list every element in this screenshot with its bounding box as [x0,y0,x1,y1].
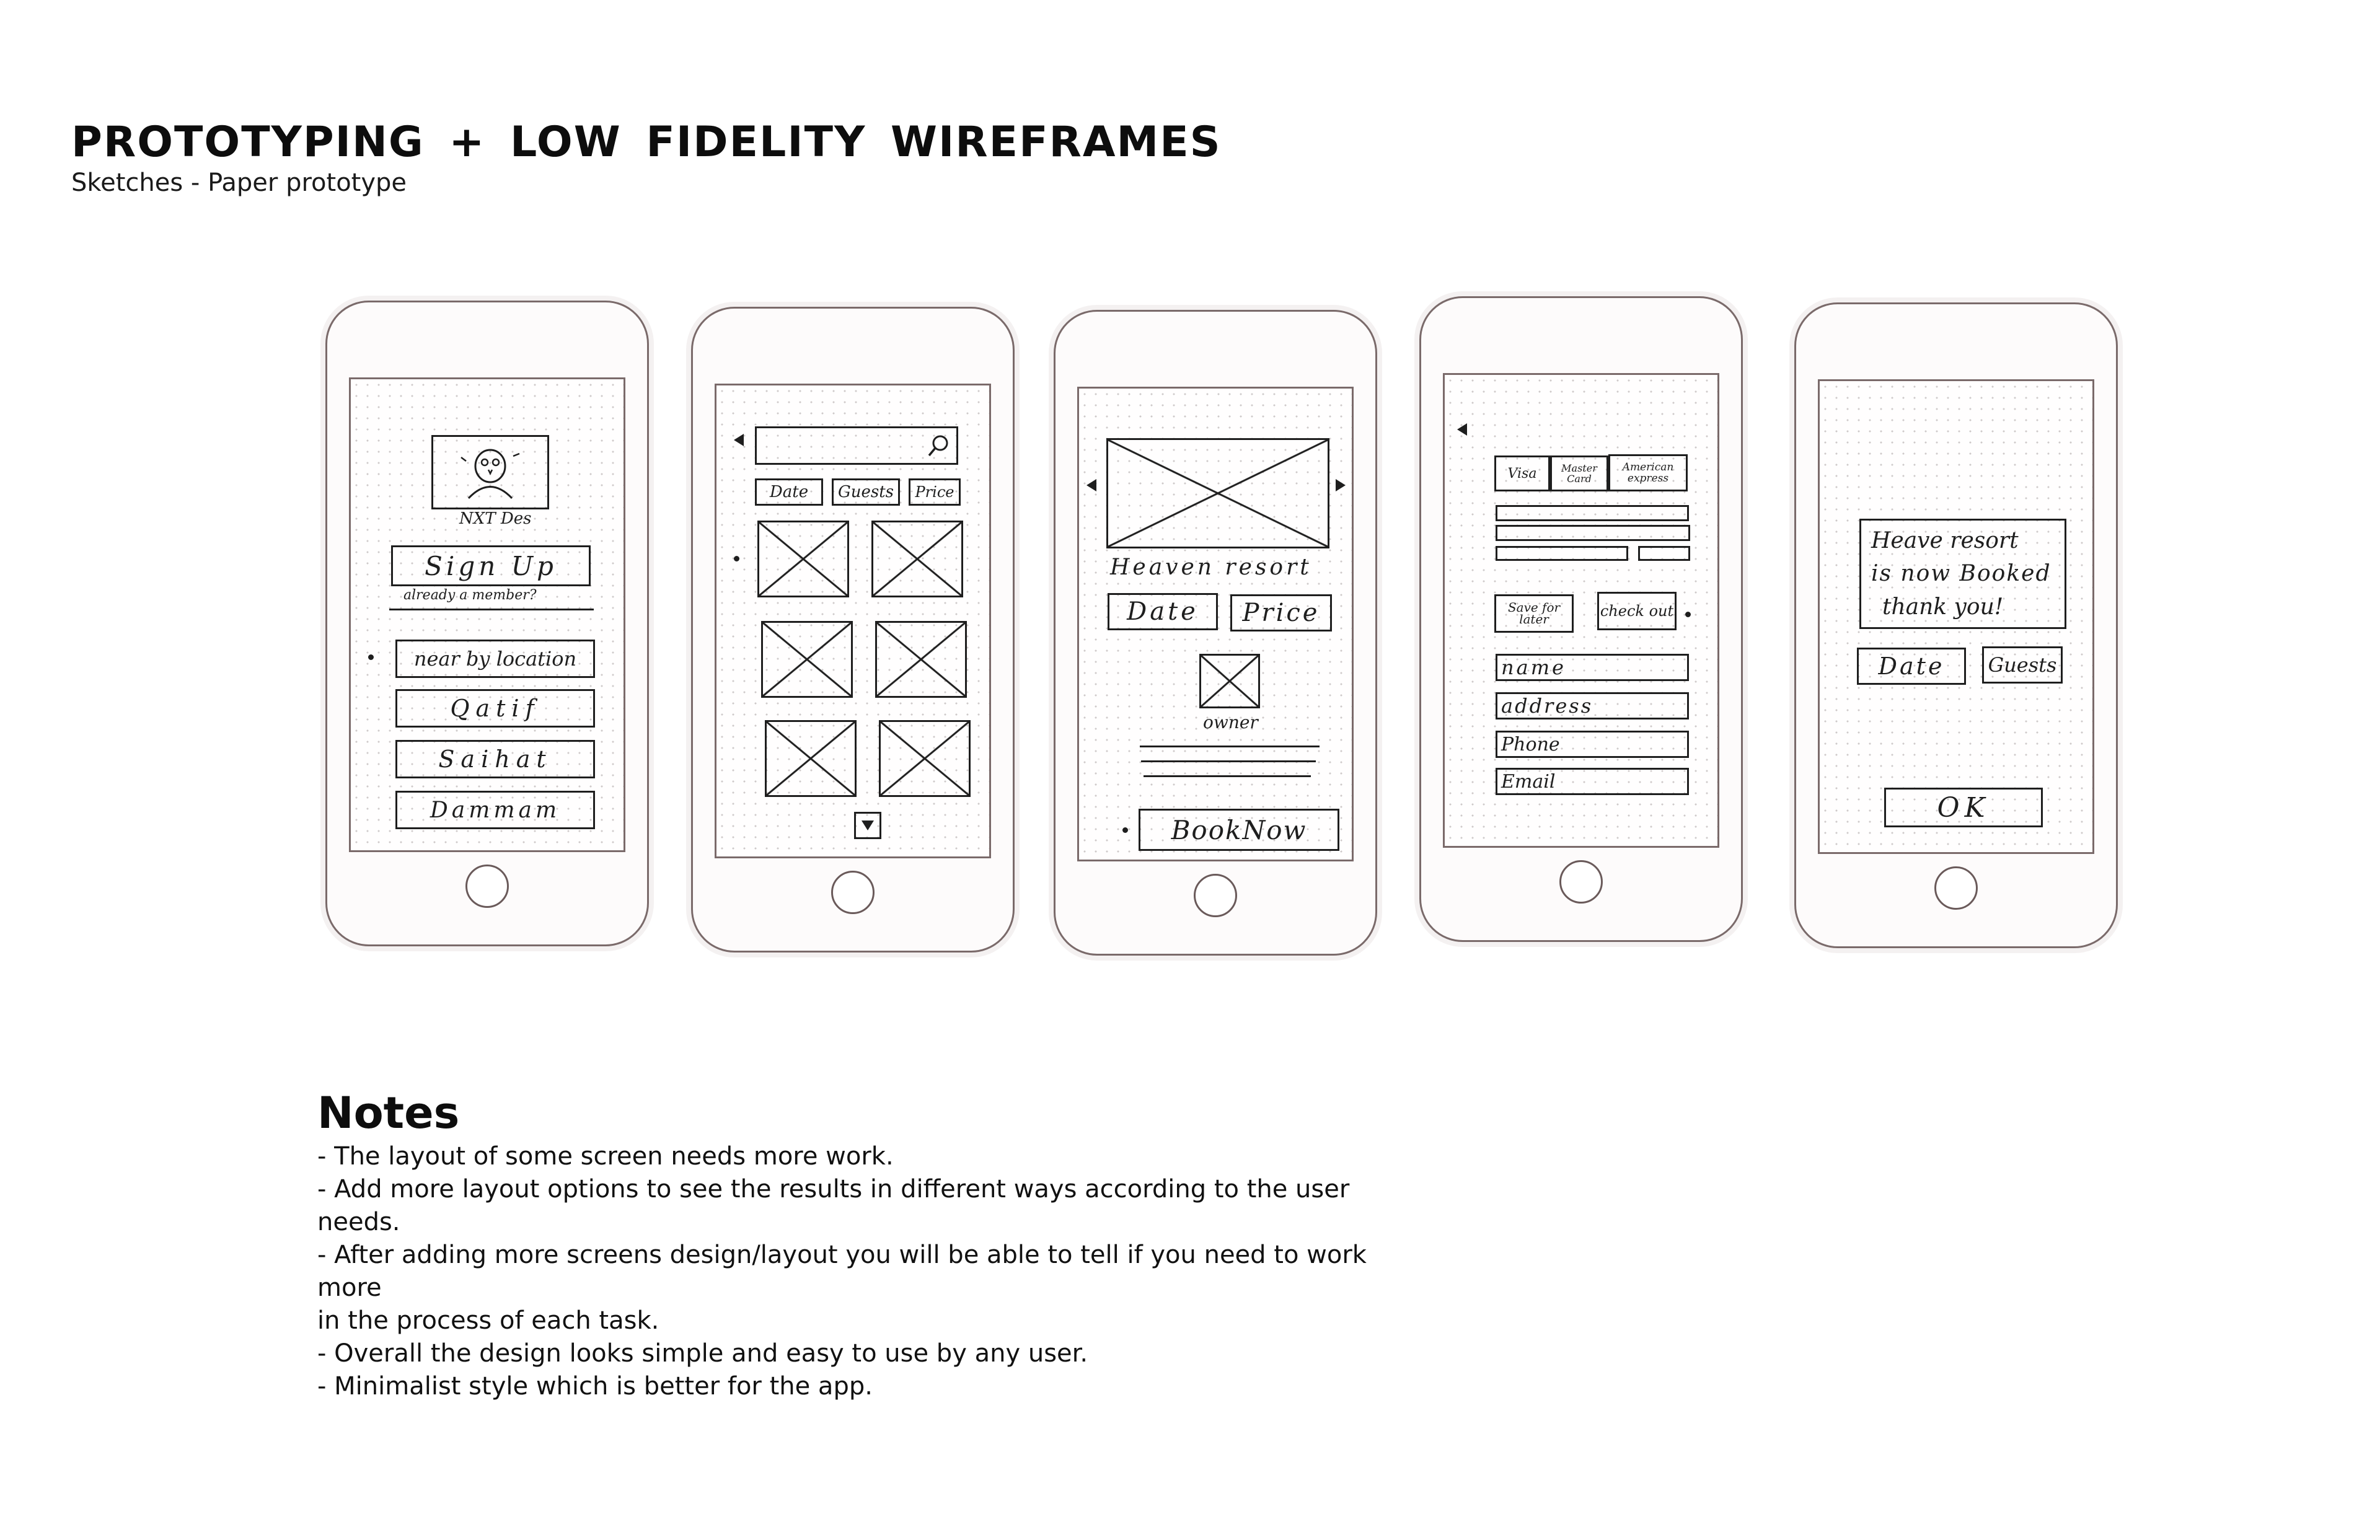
ok-button[interactable]: OK [1884,788,2043,827]
home-button-icon [1194,874,1237,917]
search-bar[interactable] [755,426,958,465]
guests-button[interactable]: Guests [1982,646,2063,684]
phone-screen: Heave resort is now Booked thank you! Da… [1818,379,2094,854]
confirmation-message-box: Heave resort is now Booked thank you! [1859,519,2066,629]
confirmation-line-3: thank you! [1882,594,2004,620]
name-field[interactable]: name [1496,654,1689,681]
save-for-later-button[interactable]: Save for later [1494,594,1574,633]
confirmation-line-2: is now Booked [1871,561,2052,587]
location-item-qatif[interactable]: Qatif [395,689,595,728]
result-thumbnail[interactable] [757,521,849,597]
filter-date[interactable]: Date [755,478,823,506]
result-thumbnail[interactable] [765,720,857,797]
scroll-down-icon[interactable] [854,812,881,839]
bullet-dot [368,654,374,660]
cvv-field[interactable] [1638,546,1690,561]
bullet-dot [1122,827,1128,833]
back-arrow-icon[interactable] [1457,423,1467,436]
bullet-dot [734,556,739,561]
bullet-dot [1685,612,1691,617]
price-button[interactable]: Price [1230,594,1332,631]
checkout-button[interactable]: check out [1597,592,1677,630]
sketches-area: NXT Des Sign Up already a member? near b… [325,296,2118,956]
location-item-saihat[interactable]: Saihat [395,740,595,778]
next-image-icon[interactable] [1336,479,1346,491]
date-button[interactable]: Date [1857,648,1966,685]
logo-sketch [431,435,549,509]
result-thumbnail[interactable] [879,720,971,797]
text-line [1140,746,1320,747]
home-button-icon [465,865,509,908]
home-button-icon [1559,860,1603,904]
phone-sketch-confirmation: Heave resort is now Booked thank you! Da… [1794,302,2118,948]
notes-heading: Notes [317,1088,460,1138]
home-button-icon [831,871,875,914]
confirmation-line-1: Heave resort [1871,528,2019,554]
location-item-nearby[interactable]: near by location [395,640,595,678]
phone-sketch-search: Date Guests Price [691,307,1015,953]
result-thumbnail[interactable] [875,621,967,698]
text-line [1144,775,1311,777]
owner-avatar [1199,654,1260,708]
note-item: in the process of each task. [317,1306,659,1335]
phone-screen: Visa Master Card American express Save f… [1443,373,1719,848]
note-item: - The layout of some screen needs more w… [317,1142,894,1171]
filter-guests[interactable]: Guests [832,478,900,506]
already-member-link[interactable]: already a member? [403,587,537,603]
text-line [1141,760,1316,762]
location-item-dammam[interactable]: Dammam [395,791,595,829]
email-field[interactable]: Email [1496,768,1689,795]
prev-image-icon[interactable] [1086,479,1096,491]
notes-list: - The layout of some screen needs more w… [317,1140,1433,1403]
note-item: - After adding more screens design/layou… [317,1241,1367,1302]
card-number-field[interactable] [1496,505,1689,521]
page-title: PROTOTYPING + LOW FIDELITY WIREFRAMES [71,118,1222,167]
phone-sketch-payment: Visa Master Card American express Save f… [1419,296,1743,942]
card-holder-field[interactable] [1496,525,1690,541]
page-subtitle: Sketches - Paper prototype [71,169,407,197]
result-thumbnail[interactable] [761,621,853,698]
divider-line [389,609,594,610]
expiry-field[interactable] [1496,546,1628,561]
book-now-button[interactable]: BookNow [1139,809,1339,851]
search-icon [928,435,948,457]
payment-visa[interactable]: Visa [1494,455,1550,491]
resort-image [1106,438,1329,548]
signup-button[interactable]: Sign Up [391,545,591,586]
result-thumbnail[interactable] [871,521,963,597]
payment-mastercard[interactable]: Master Card [1550,455,1608,491]
logo-caption: NXT Des [459,509,532,528]
note-item: - Minimalist style which is better for t… [317,1372,873,1401]
resort-title: Heaven resort [1110,555,1312,580]
phone-sketch-detail: Heaven resort Date Price owner BookNow [1054,310,1377,956]
payment-amex[interactable]: American express [1608,454,1688,491]
back-arrow-icon[interactable] [734,434,744,446]
phone-screen: Heaven resort Date Price owner BookNow [1077,387,1354,861]
filter-price[interactable]: Price [909,478,961,506]
phone-screen: NXT Des Sign Up already a member? near b… [349,377,625,852]
note-item: - Add more layout options to see the res… [317,1175,1350,1236]
phone-screen: Date Guests Price [715,384,991,858]
phone-sketch-signup: NXT Des Sign Up already a member? near b… [325,301,649,946]
note-item: - Overall the design looks simple and ea… [317,1339,1088,1368]
home-button-icon [1934,866,1978,910]
owl-logo-icon [461,449,520,499]
date-button[interactable]: Date [1108,593,1218,630]
address-field[interactable]: address [1496,692,1689,719]
owner-label: owner [1203,712,1258,733]
phone-field[interactable]: Phone [1496,731,1689,758]
